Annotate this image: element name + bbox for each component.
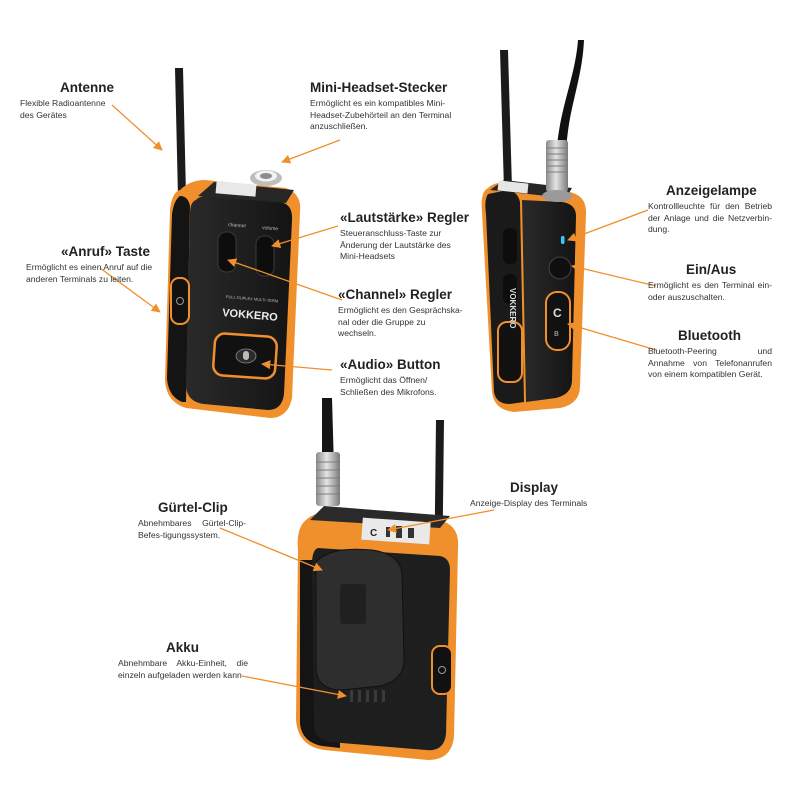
label-anzeigelampe: Anzeigelampe Kontrollleuchte für den Bet… [648, 183, 772, 236]
label-bluetooth: Bluetooth Bluetooth-Peering und Annahme … [648, 328, 772, 381]
label-antenne: Antenne Flexible Radioantenne des Geräte… [20, 80, 114, 121]
label-mini-headset-title: Mini-Headset-Stecker [310, 80, 448, 95]
arrow-antenne [111, 104, 163, 151]
arrow-einaus [571, 263, 657, 287]
label-guertel-title: Gürtel-Clip [158, 500, 228, 515]
label-guertel: Gürtel-Clip Abnehmbares Gürtel-Clip-Befe… [138, 500, 246, 541]
label-akku: Akku Abnehmbare Akku-Einheit, die einzel… [118, 640, 248, 681]
label-bluetooth-desc: Bluetooth-Peering und Annahme von Telefo… [648, 346, 772, 379]
label-antenne-title: Antenne [60, 80, 114, 95]
device-tagline: FULL DUPLEX MULTI-TERM [226, 294, 278, 304]
arrow-audio [261, 360, 333, 371]
label-lautstaerke: «Lautstärke» Regler Steueranschluss-Tast… [340, 210, 470, 263]
label-akku-title: Akku [166, 640, 200, 655]
label-anruf-desc: Ermöglicht es einen Anruf auf die andere… [26, 262, 153, 284]
label-lautstaerke-desc: Steueranschluss-Taste zur Änderung der L… [340, 228, 451, 261]
brand-logo-side: VOKKERO [508, 288, 517, 328]
arrow-channel [227, 258, 343, 301]
label-channel-desc: Ermöglicht es den Gesprächska-nal oder d… [338, 305, 463, 338]
svg-text:C: C [370, 528, 377, 539]
channel-knob [217, 231, 237, 273]
label-lautstaerke-title: «Lautstärke» Regler [340, 210, 470, 225]
label-channel-title: «Channel» Regler [338, 287, 453, 302]
bluetooth-button [545, 291, 571, 351]
power-button [548, 256, 572, 280]
arrow-mini-headset [281, 139, 341, 164]
svg-text:C: C [553, 306, 562, 320]
device-front: channel volume FULL DUPLEX MULTI-TERM VO… [165, 68, 301, 418]
label-display-title: Display [510, 480, 559, 495]
device-side: C ʙ VOKKERO [481, 40, 587, 412]
label-akku-desc: Abnehmbare Akku-Einheit, die einzeln auf… [118, 658, 248, 680]
label-audio: «Audio» Button Ermöglicht das Öffnen/ Sc… [340, 357, 464, 398]
label-einaus-desc: Ermöglicht es den Terminal ein-oder ausz… [648, 280, 772, 302]
battery-pack [350, 690, 385, 702]
label-einaus: Ein/Aus Ermöglicht es den Terminal ein-o… [648, 262, 772, 303]
label-mini-headset: Mini-Headset-Stecker Ermöglicht es ein k… [310, 80, 460, 133]
indicator-lamp [561, 236, 565, 244]
label-guertel-desc: Abnehmbares Gürtel-Clip-Befes-tigungssys… [138, 518, 246, 540]
label-channel: «Channel» Regler Ermöglicht es den Gespr… [338, 287, 464, 340]
arrow-akku [241, 675, 347, 699]
label-anruf-title: «Anruf» Taste [60, 244, 150, 259]
volume-knob [255, 235, 275, 277]
label-audio-desc: Ermöglicht das Öffnen/ Schließen des Mik… [340, 375, 437, 397]
knob-label-channel: channel [228, 222, 246, 230]
label-mini-headset-desc: Ermöglicht es ein kompatibles Mini-Heads… [310, 98, 452, 131]
arrow-bluetooth [567, 321, 657, 351]
call-button [170, 277, 190, 325]
label-anzeigelampe-desc: Kontrollleuchte für den Betrieb der Anla… [648, 201, 772, 234]
label-bluetooth-title: Bluetooth [678, 328, 741, 343]
label-einaus-title: Ein/Aus [686, 262, 737, 277]
arrow-anruf [99, 267, 161, 313]
knob-label-volume: volume [262, 225, 279, 232]
callout-arrows [99, 104, 657, 699]
antenna [175, 68, 186, 197]
arrow-lautstaerke [271, 225, 339, 248]
label-anzeigelampe-title: Anzeigelampe [666, 183, 757, 198]
arrow-display [387, 509, 495, 533]
label-audio-title: «Audio» Button [340, 357, 441, 372]
svg-text:ʙ: ʙ [554, 328, 559, 338]
label-anruf: «Anruf» Taste Ermöglicht es einen Anruf … [26, 244, 156, 285]
label-antenne-desc: Flexible Radioantenne des Gerätes [20, 98, 106, 120]
arrow-guertel [219, 527, 323, 572]
brand-logo: VOKKERO [222, 307, 279, 324]
label-display: Display Anzeige-Display des Terminals [470, 480, 600, 510]
device-back: C [296, 398, 459, 760]
label-display-desc: Anzeige-Display des Terminals [470, 498, 588, 508]
arrow-anzeigelampe [567, 209, 649, 242]
